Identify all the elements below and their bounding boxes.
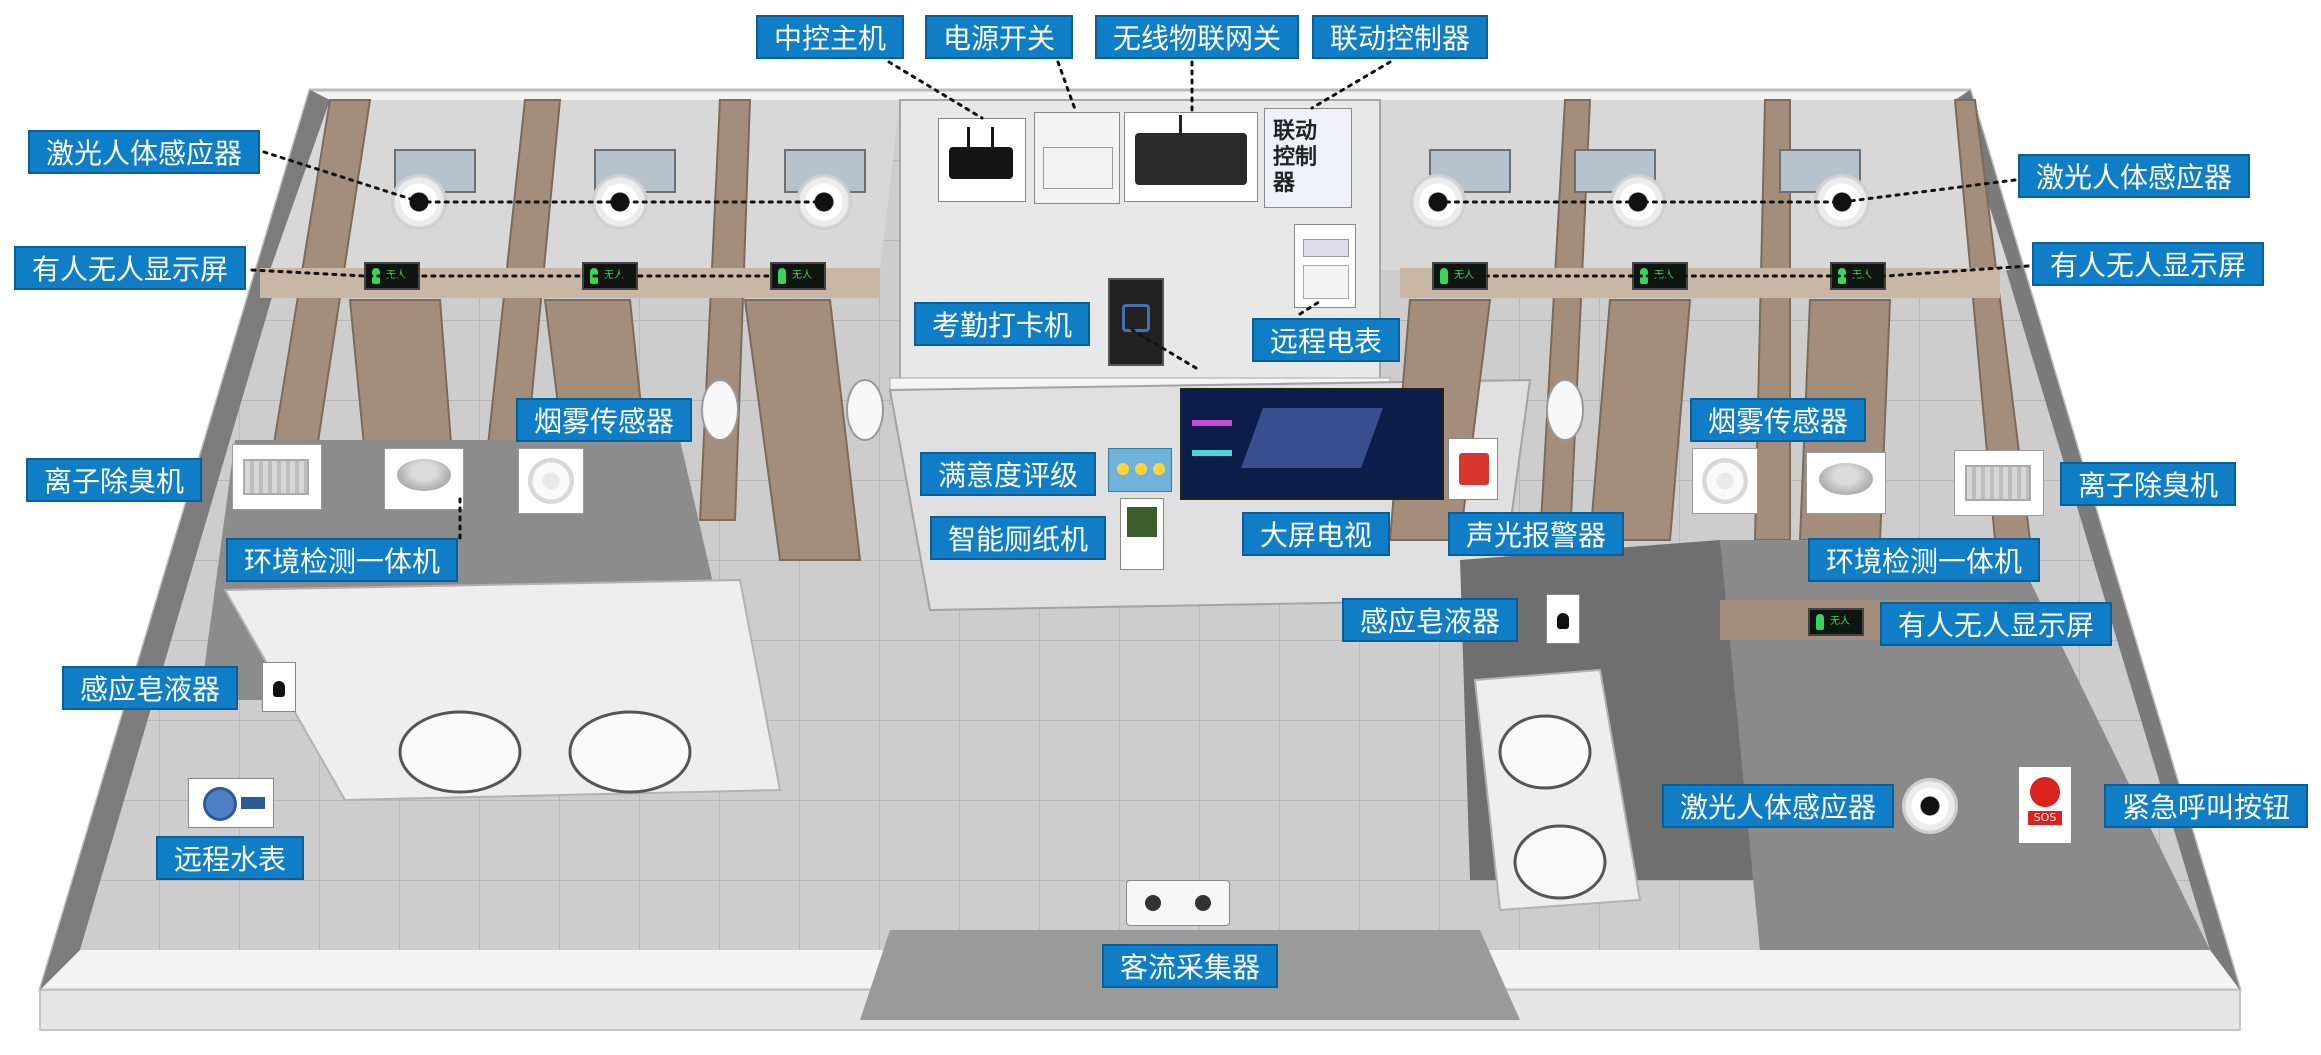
label-smoke-sensor-right: 烟雾传感器 bbox=[1690, 398, 1867, 442]
electric-meter-icon bbox=[1294, 224, 1356, 308]
label-power-switch: 电源开关 bbox=[925, 15, 1074, 59]
alarm-icon bbox=[1448, 438, 1498, 500]
left-wall bbox=[40, 90, 330, 990]
power-panel-icon bbox=[1034, 112, 1120, 204]
label-occupancy-display-left: 有人无人显示屏 bbox=[14, 246, 247, 290]
controller-icon: 联动控制器 bbox=[1264, 108, 1352, 208]
label-remote-water-meter: 远程水表 bbox=[156, 836, 305, 880]
sos-button-icon: SOS bbox=[2018, 766, 2072, 844]
label-laser-sensor-right: 激光人体感应器 bbox=[2018, 154, 2251, 198]
label-wireless-gateway: 无线物联网关 bbox=[1095, 15, 1300, 59]
label-people-counter: 客流采集器 bbox=[1102, 944, 1279, 988]
rating-panel-icon bbox=[1108, 448, 1172, 492]
label-induction-soap-center: 感应皂液器 bbox=[1342, 598, 1519, 642]
sos-text: SOS bbox=[2028, 811, 2062, 825]
router-icon bbox=[938, 118, 1026, 202]
paper-dispenser-icon bbox=[1120, 498, 1164, 570]
controller-glyph-text: 联动控制器 bbox=[1273, 119, 1318, 196]
laser-sensor-icon bbox=[1904, 780, 1956, 832]
smoke-sensor-icon bbox=[1692, 448, 1758, 514]
occupancy-display-icon: 无人 bbox=[1432, 262, 1488, 290]
env-monitor-icon bbox=[1806, 452, 1886, 514]
label-emergency-button: 紧急呼叫按钮 bbox=[2104, 784, 2309, 828]
smoke-sensor-icon bbox=[518, 448, 584, 514]
label-remote-meter: 远程电表 bbox=[1252, 318, 1401, 362]
water-meter-icon bbox=[188, 778, 274, 828]
big-screen-tv-icon bbox=[1180, 388, 1444, 500]
label-satisfaction-rating: 满意度评级 bbox=[920, 452, 1097, 496]
label-occupancy-display-accessible: 有人无人显示屏 bbox=[1880, 602, 2113, 646]
right-wall bbox=[1955, 90, 2240, 990]
label-laser-sensor-left: 激光人体感应器 bbox=[28, 130, 261, 174]
label-smoke-sensor-left: 烟雾传感器 bbox=[516, 398, 693, 442]
soap-dispenser-icon bbox=[1546, 594, 1580, 644]
attendance-clock-icon bbox=[1108, 278, 1164, 366]
deodorizer-icon bbox=[232, 444, 322, 510]
right-back-wall bbox=[1380, 100, 2010, 270]
people-counter-icon bbox=[1126, 880, 1230, 926]
label-env-monitor-left: 环境检测一体机 bbox=[226, 538, 459, 582]
accessible-stall bbox=[1720, 540, 2210, 950]
label-attendance-clock: 考勤打卡机 bbox=[914, 302, 1091, 346]
label-ion-deodorizer-right: 离子除臭机 bbox=[2060, 462, 2237, 506]
label-laser-sensor-accessible: 激光人体感应器 bbox=[1662, 784, 1895, 828]
occupancy-display-icon: 无人 bbox=[770, 262, 826, 290]
label-linkage-controller: 联动控制器 bbox=[1312, 15, 1489, 59]
deodorizer-icon bbox=[1954, 450, 2044, 516]
label-env-monitor-right: 环境检测一体机 bbox=[1808, 538, 2041, 582]
label-central-host: 中控主机 bbox=[756, 15, 905, 59]
label-big-screen-tv: 大屏电视 bbox=[1242, 512, 1391, 556]
label-smart-paper-dispenser: 智能厕纸机 bbox=[930, 516, 1107, 560]
label-sound-light-alarm: 声光报警器 bbox=[1448, 512, 1625, 556]
label-induction-soap-left: 感应皂液器 bbox=[62, 666, 239, 710]
label-occupancy-display-right: 有人无人显示屏 bbox=[2032, 242, 2265, 286]
occupancy-display-icon: 无人 bbox=[1808, 608, 1864, 636]
label-ion-deodorizer-left: 离子除臭机 bbox=[26, 458, 203, 502]
soap-dispenser-icon bbox=[262, 662, 296, 712]
gateway-icon bbox=[1124, 112, 1258, 202]
env-monitor-icon bbox=[384, 448, 464, 510]
